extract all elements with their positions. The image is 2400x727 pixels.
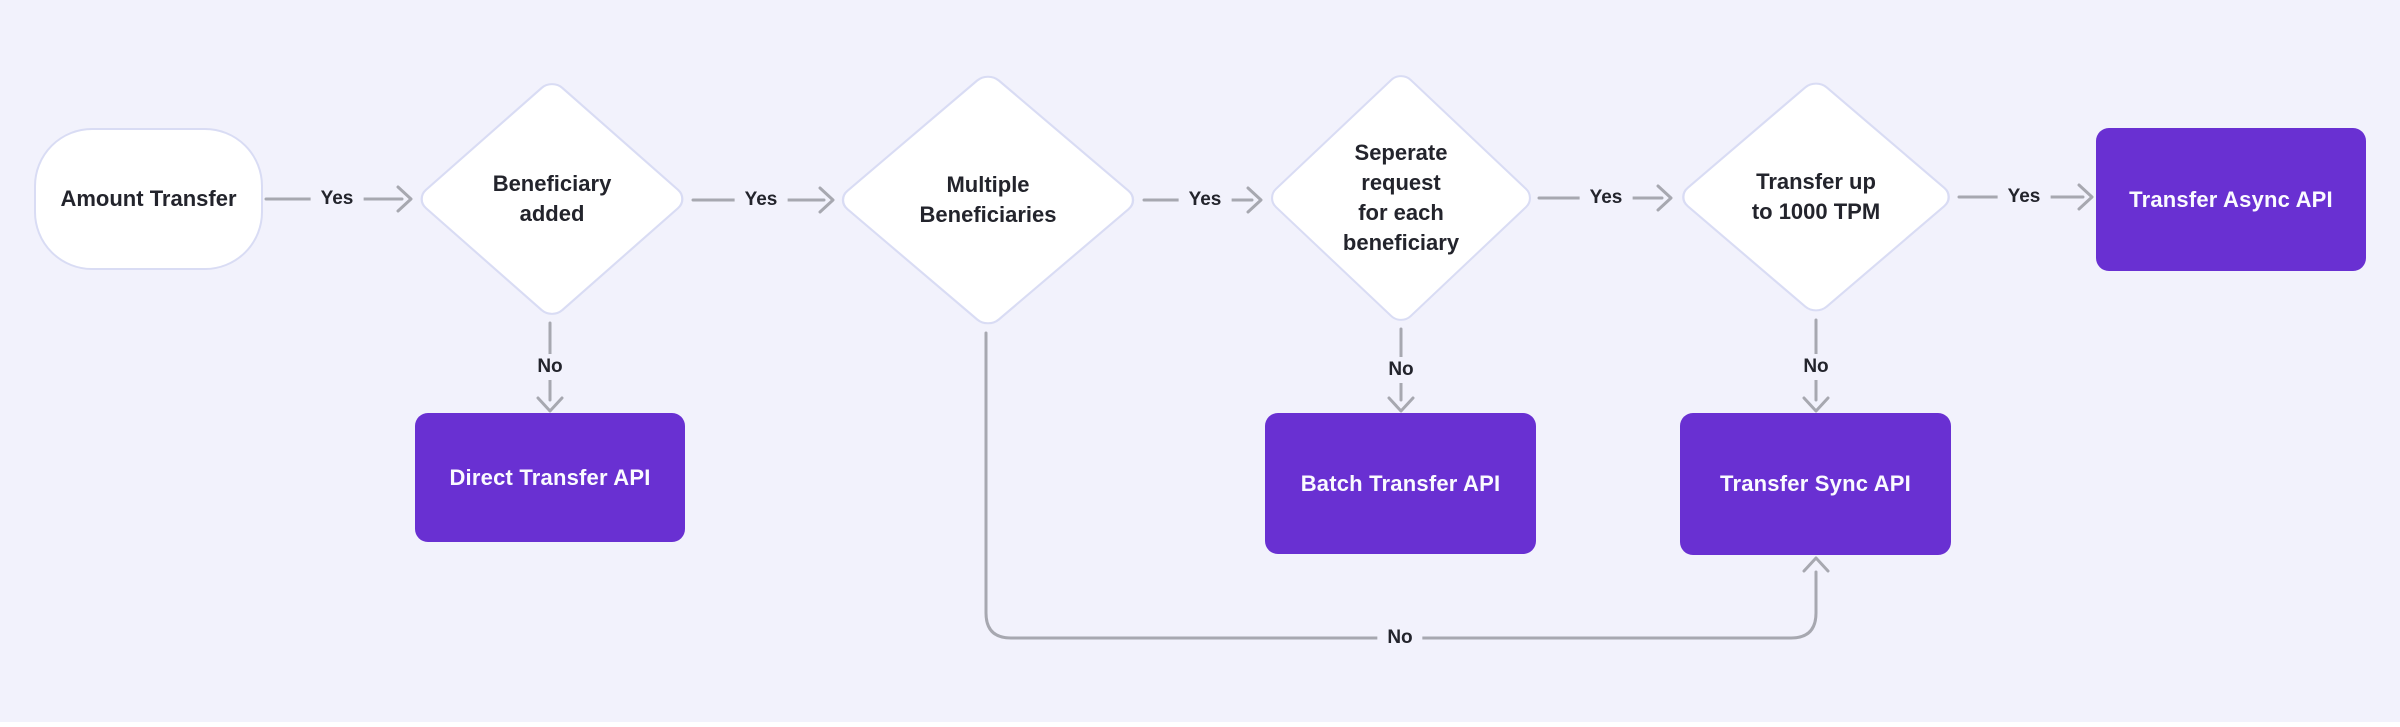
node-direct-transfer-api[interactable]: Direct Transfer API — [415, 413, 685, 542]
edge-label-no-1: No — [527, 354, 573, 380]
node-transfer-sync-api-label: Transfer Sync API — [1720, 471, 1911, 496]
decision-beneficiary-added-label: Beneficiary added — [492, 171, 612, 226]
decision-separate-request-label: Seperate request for each beneficiary — [1342, 140, 1460, 255]
edge-label-no-3: No — [1793, 354, 1839, 380]
edge-label-yes-2: Yes — [734, 187, 788, 213]
edge-multiple-to-sync-arrowhead — [1802, 556, 1830, 573]
edge-label-yes-4: Yes — [1579, 185, 1633, 211]
node-direct-transfer-api-label: Direct Transfer API — [449, 464, 651, 490]
node-transfer-sync-api[interactable]: Transfer Sync API — [1680, 413, 1951, 555]
edge-beneficiary-to-direct-arrowhead — [536, 396, 564, 413]
node-transfer-async-api[interactable]: Transfer Async API — [2096, 128, 2366, 271]
node-amount-transfer-label: Amount Transfer — [60, 186, 237, 211]
edge-tpm-to-sync-arrowhead — [1802, 396, 1830, 413]
node-batch-transfer-api-label: Batch Transfer API — [1300, 470, 1501, 496]
decision-multiple-beneficiaries-label: Multiple Beneficiaries — [919, 172, 1057, 227]
edge-beneficiary-to-multiple-arrowhead — [818, 186, 835, 214]
node-transfer-async-api-label: Transfer Async API — [2129, 186, 2333, 212]
node-batch-transfer-api[interactable]: Batch Transfer API — [1265, 413, 1536, 554]
edge-label-yes-5: Yes — [1997, 184, 2051, 210]
node-amount-transfer[interactable]: Amount Transfer — [34, 128, 263, 270]
edge-tpm-to-async-arrowhead — [2077, 183, 2094, 211]
bottom-edge-strip — [0, 722, 2400, 727]
edge-label-no-2: No — [1378, 357, 1424, 383]
edge-multiple-to-separate-arrowhead — [1246, 186, 1263, 214]
decision-transfer-up-to-1000-tpm-label: Transfer up to 1000 TPM — [1751, 169, 1881, 224]
edge-label-yes-3: Yes — [1178, 187, 1232, 213]
edge-separate-to-tpm-arrowhead — [1656, 184, 1673, 212]
edge-separate-to-batch-arrowhead — [1387, 396, 1415, 413]
edge-label-yes-1: Yes — [310, 186, 364, 212]
edge-amount-to-beneficiary-arrowhead — [396, 185, 413, 213]
edge-label-no-4: No — [1377, 625, 1423, 651]
